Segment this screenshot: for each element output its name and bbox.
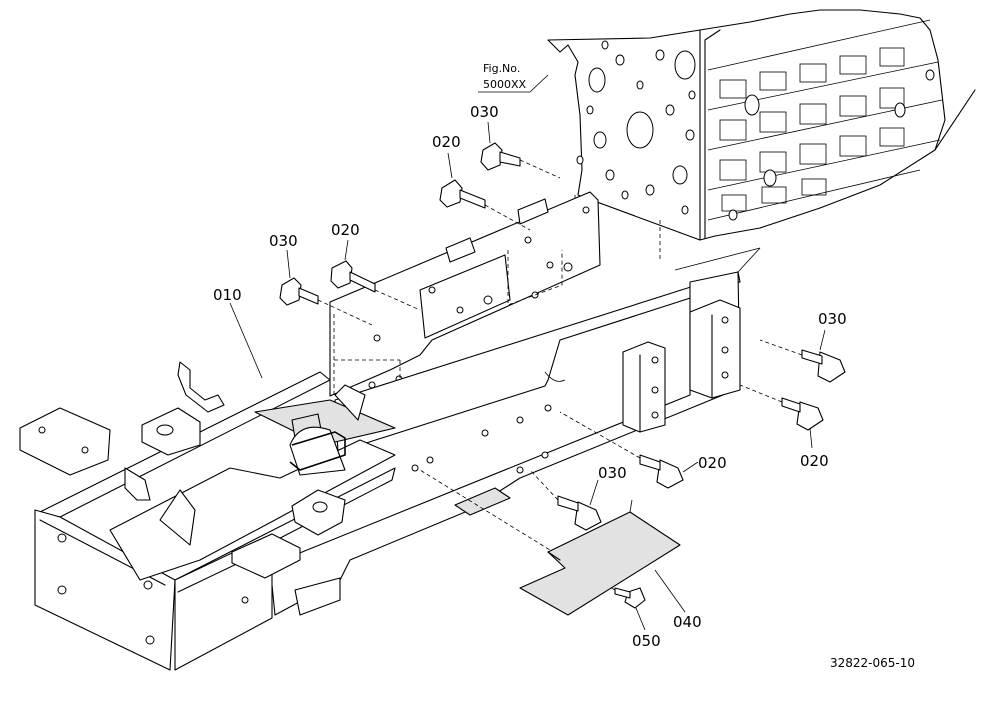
callout-020-center: 020 — [698, 454, 727, 472]
bolt-030-mid — [279, 277, 373, 326]
bolt-030-right — [759, 339, 846, 383]
callout-030-top: 030 — [470, 103, 499, 121]
cover-plate-040 — [519, 499, 681, 616]
callout-030-center: 030 — [598, 464, 627, 482]
leader-lines — [229, 74, 826, 631]
bolt-020-mid — [330, 260, 421, 311]
bolt-030-center — [529, 469, 602, 531]
callout-040: 040 — [673, 613, 702, 631]
callout-050: 050 — [632, 632, 661, 650]
callout-020-top: 020 — [432, 133, 461, 151]
callout-020-mid: 020 — [331, 221, 360, 239]
bolt-020-center — [559, 411, 684, 489]
upper-side-plate — [329, 191, 601, 397]
drawing-number: 32822-065-10 — [830, 656, 915, 670]
figure-ref-line1: Fig.No. — [483, 62, 520, 75]
callout-010: 010 — [213, 286, 242, 304]
bolt-030-top — [480, 142, 561, 179]
engine-block — [547, 9, 976, 260]
callout-020-right-low: 020 — [800, 452, 829, 470]
bolt-020-top — [439, 179, 531, 231]
callout-labels: Fig.No. 5000XX 010 020 030 030 020 030 0… — [213, 62, 915, 670]
main-frame — [19, 247, 761, 671]
callout-030-right: 030 — [818, 310, 847, 328]
figure-ref-line2: 5000XX — [483, 78, 527, 91]
bolt-020-right — [739, 384, 824, 431]
callout-030-mid: 030 — [269, 232, 298, 250]
